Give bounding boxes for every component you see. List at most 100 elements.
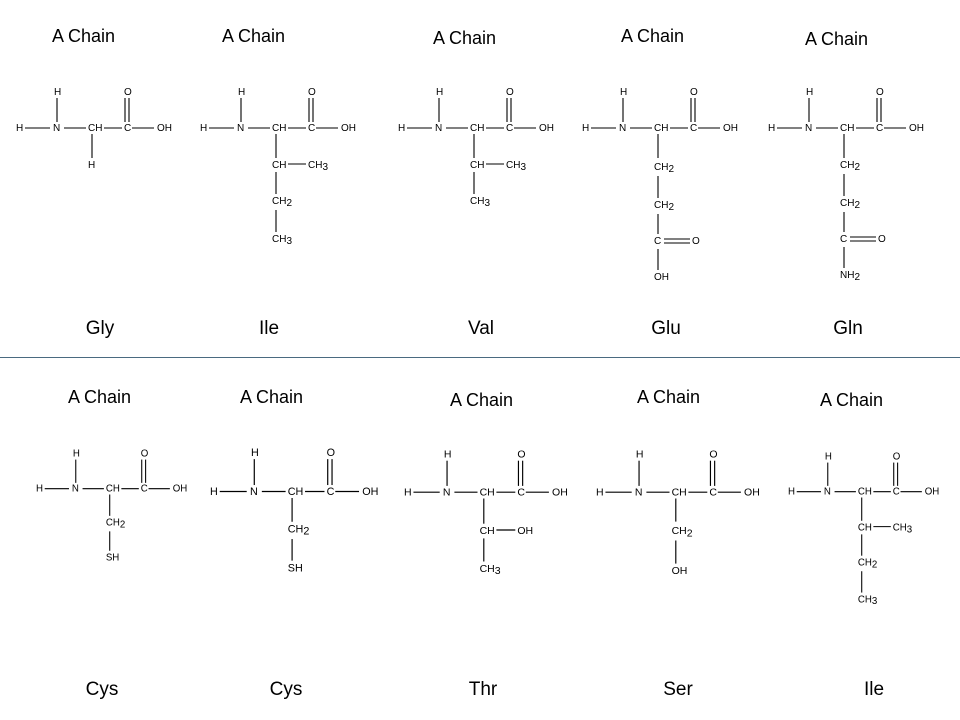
- atom-label: H: [636, 449, 644, 461]
- atom-label: OH: [539, 123, 554, 134]
- atom-label: CH: [88, 123, 102, 134]
- atom-label: H: [54, 87, 61, 98]
- atom-label: H: [200, 123, 207, 134]
- atom-label: CH2: [672, 525, 693, 539]
- atom-label: CH: [470, 123, 484, 134]
- atom-label: CH: [106, 484, 120, 495]
- atom-label: N: [443, 486, 451, 498]
- atom-label: CH2: [106, 518, 125, 531]
- atom-label: OH: [723, 123, 738, 134]
- atom-label: CH: [470, 160, 484, 171]
- residue-label: Thr: [468, 679, 498, 700]
- atom-label: CH3: [308, 160, 328, 173]
- atom-label: CH3: [858, 594, 877, 607]
- atom-label: O: [893, 452, 901, 463]
- atom-label: N: [237, 123, 244, 134]
- atom-label: H: [806, 87, 813, 98]
- atom-label: CH3: [272, 234, 292, 247]
- atom-label: OH: [654, 272, 669, 283]
- atom-label: CH: [480, 525, 495, 537]
- atom-label: CH3: [506, 160, 526, 173]
- chain-label: A Chain: [52, 26, 116, 46]
- atom-label: H: [620, 87, 627, 98]
- atom-label: CH: [840, 123, 854, 134]
- atom-label: CH2: [654, 162, 674, 175]
- atom-label: C: [141, 484, 148, 495]
- chain-label: A Chain: [450, 390, 514, 410]
- atom-label: CH2: [840, 160, 860, 173]
- atom-label: O: [692, 236, 700, 247]
- atom-label: H: [210, 486, 218, 498]
- atom-label: C: [654, 236, 661, 247]
- atom-label: C: [840, 234, 847, 245]
- atom-label: N: [824, 487, 831, 498]
- atom-label: H: [788, 487, 795, 498]
- residue-label: Gly: [85, 318, 115, 339]
- atom-label: H: [16, 123, 23, 134]
- atom-label: OH: [173, 484, 188, 495]
- atom-label: N: [805, 123, 812, 134]
- atom-label: CH: [272, 160, 286, 171]
- chain-label: A Chain: [68, 387, 132, 407]
- atom-label: N: [635, 486, 643, 498]
- atom-label: CH2: [272, 196, 292, 209]
- atom-label: O: [517, 449, 525, 461]
- atom-label: CH2: [288, 524, 310, 538]
- atom-label: CH: [858, 522, 872, 533]
- atom-label: N: [72, 484, 79, 495]
- atom-label: H: [825, 452, 832, 463]
- atom-label: O: [141, 449, 149, 460]
- chain-label: A Chain: [433, 28, 497, 48]
- atom-label: N: [53, 123, 60, 134]
- atom-label: SH: [288, 562, 303, 574]
- residue-label: Ile: [863, 679, 885, 700]
- chain-label: A Chain: [637, 387, 701, 407]
- atom-label: OH: [362, 486, 378, 498]
- atom-label: N: [435, 123, 442, 134]
- atom-label: O: [709, 449, 717, 461]
- atom-label: CH: [672, 486, 687, 498]
- atom-label: OH: [157, 123, 172, 134]
- atom-label: O: [876, 87, 884, 98]
- atom-label: NH2: [840, 270, 860, 283]
- atom-label: H: [596, 486, 604, 498]
- atom-label: H: [398, 123, 405, 134]
- atom-label: CH: [288, 486, 304, 498]
- atom-label: H: [582, 123, 589, 134]
- atom-label: CH3: [470, 196, 490, 209]
- atom-label: OH: [925, 487, 940, 498]
- residue-label: Ser: [663, 679, 693, 700]
- atom-label: H: [73, 449, 80, 460]
- atom-label: C: [124, 123, 131, 134]
- atom-label: C: [709, 486, 717, 498]
- residue-label: Cys: [85, 679, 119, 700]
- atom-label: C: [893, 487, 900, 498]
- atom-label: O: [506, 87, 514, 98]
- atom-label: CH3: [893, 522, 912, 535]
- atom-label: CH2: [858, 557, 877, 570]
- atom-label: C: [517, 486, 525, 498]
- atom-label: CH2: [840, 198, 860, 211]
- atom-label: C: [876, 123, 883, 134]
- residue-label: Gln: [833, 318, 863, 339]
- atom-label: CH: [654, 123, 668, 134]
- atom-label: OH: [909, 123, 924, 134]
- residue-label: Cys: [269, 679, 303, 700]
- residue-label: Val: [467, 318, 495, 339]
- atom-label: H: [36, 484, 43, 495]
- chain-label: A Chain: [222, 26, 286, 46]
- atom-label: CH: [858, 487, 872, 498]
- atom-label: H: [88, 160, 95, 171]
- atom-label: CH: [272, 123, 286, 134]
- atom-label: H: [238, 87, 245, 98]
- atom-label: H: [404, 486, 412, 498]
- chain-label: A Chain: [820, 390, 884, 410]
- atom-label: O: [124, 87, 132, 98]
